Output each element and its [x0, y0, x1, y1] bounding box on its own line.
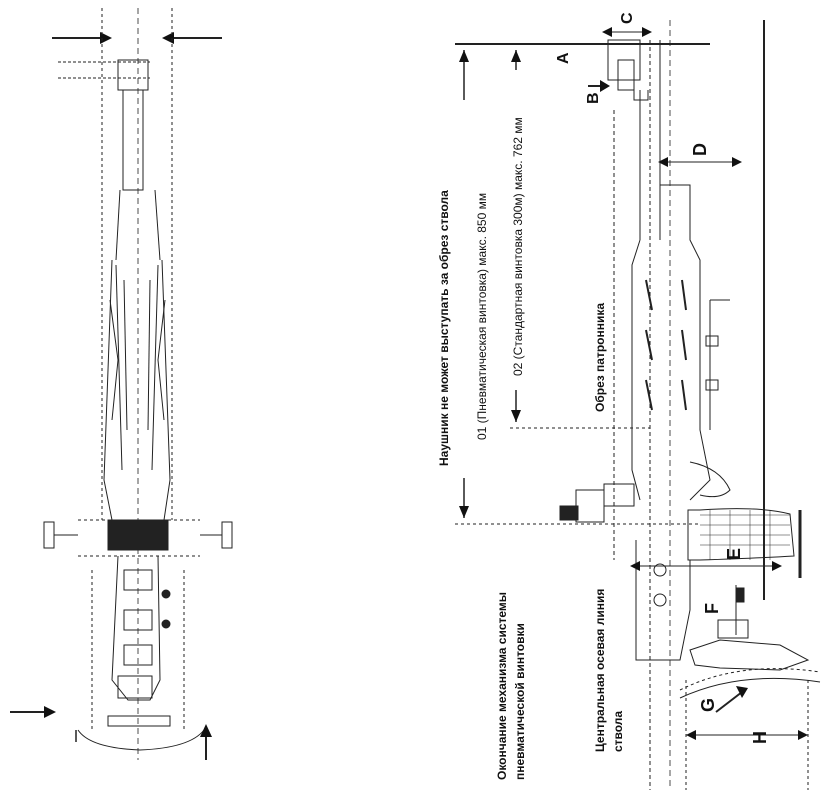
mechanism-end-text-1: Окончание механизма системы	[495, 592, 509, 780]
label-d: D	[690, 143, 710, 156]
label-h: H	[750, 731, 770, 744]
label-b: B	[585, 92, 602, 104]
label-g: G	[698, 698, 718, 712]
center-axis-text-2: ствола	[611, 711, 625, 752]
center-axis-text-1: Центральная осевая линия	[593, 589, 607, 752]
rifle-top-view	[10, 8, 233, 760]
label-e: E	[724, 548, 744, 560]
standard-rifle-max-text: 02 (Стандартная винтовка 300м) макс. 762…	[511, 117, 525, 376]
rifle-side-view	[455, 20, 821, 790]
chamber-edge-text: Обрез патронника	[593, 303, 607, 412]
label-c: C	[619, 12, 636, 24]
label-a: A	[555, 52, 572, 64]
earpiece-limit-text: Наушник не может выступать за обрез ство…	[437, 190, 451, 466]
label-f: F	[702, 603, 722, 614]
air-rifle-max-text: 01 (Пневматическая винтовка) макс. 850 м…	[475, 193, 489, 440]
mechanism-end-text-2: пневматической винтовки	[513, 623, 527, 780]
